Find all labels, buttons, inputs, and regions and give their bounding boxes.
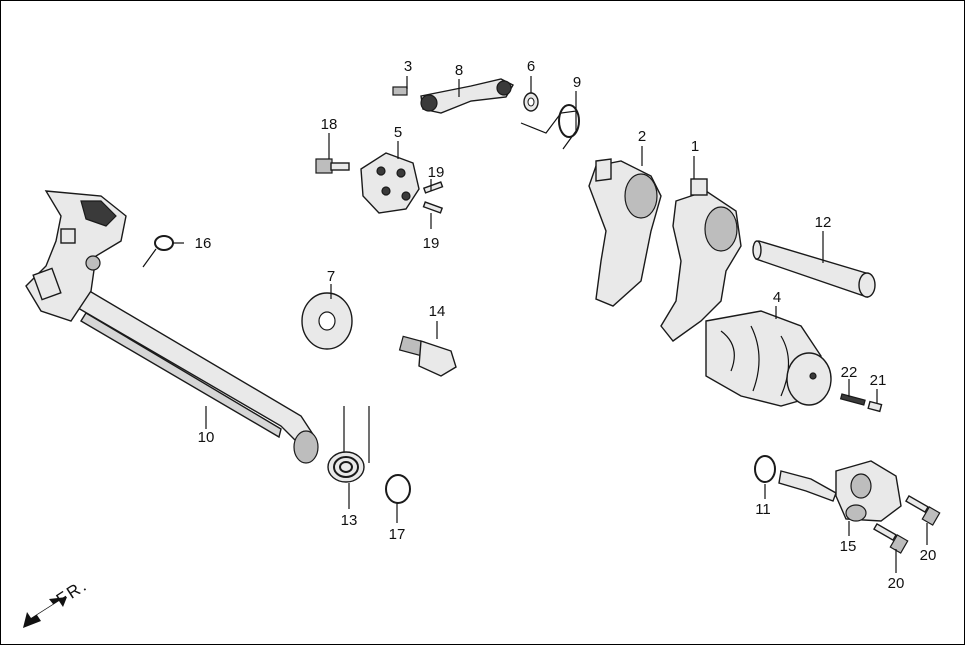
callout-12: 12 [815, 214, 832, 231]
pin-21 [867, 400, 883, 413]
shift-drum [705, 310, 832, 407]
shift-fork-1 [660, 178, 742, 342]
callout-10: 10 [198, 429, 215, 446]
pin-22 [839, 393, 866, 406]
callout-5: 5 [394, 124, 402, 141]
bolt-18 [315, 158, 350, 174]
callout-4: 4 [773, 289, 781, 306]
callout-21: 21 [870, 372, 887, 389]
bolt-20-upper [905, 494, 941, 526]
shift-drum-center [360, 152, 420, 214]
callout-14: 14 [429, 303, 446, 320]
return-spring [327, 406, 370, 483]
fork-shaft [752, 240, 876, 298]
shift-fork-2 [588, 158, 662, 307]
callout-18: 18 [321, 116, 338, 133]
bolt-20-lower [873, 522, 909, 554]
stopper-bolt [398, 335, 457, 377]
callout-19-upper: 19 [428, 164, 445, 181]
callout-16: 16 [195, 235, 212, 252]
callout-17: 17 [389, 526, 406, 543]
stopper-arm-assembly [392, 78, 580, 150]
front-label: FR. [53, 575, 91, 609]
callout-13: 13 [341, 512, 358, 529]
washer [301, 292, 353, 350]
callout-8: 8 [455, 62, 463, 79]
front-arrow-icon [23, 597, 67, 628]
gear-shift-shaft [25, 190, 319, 464]
switch-sensor [778, 460, 902, 522]
callout-9: 9 [573, 74, 581, 91]
callout-20-left: 20 [888, 575, 905, 592]
callout-6: 6 [527, 58, 535, 75]
callout-15: 15 [840, 538, 857, 555]
callout-19-lower: 19 [423, 235, 440, 252]
callout-labels: 1 2 3 4 5 6 7 8 9 10 11 12 13 14 15 16 1… [195, 58, 937, 592]
leader-lines [173, 76, 928, 573]
callout-3: 3 [404, 58, 412, 75]
callout-1: 1 [691, 138, 699, 155]
dowel-pins [422, 181, 444, 214]
o-ring [754, 455, 776, 483]
callout-22: 22 [841, 364, 858, 381]
callout-11: 11 [755, 501, 771, 518]
front-direction-marker: FR. [23, 575, 91, 628]
spring-clip-16 [142, 235, 174, 268]
callout-7: 7 [327, 268, 335, 285]
callout-20-right: 20 [920, 547, 937, 564]
callout-2: 2 [638, 128, 646, 145]
circlip [385, 474, 411, 504]
